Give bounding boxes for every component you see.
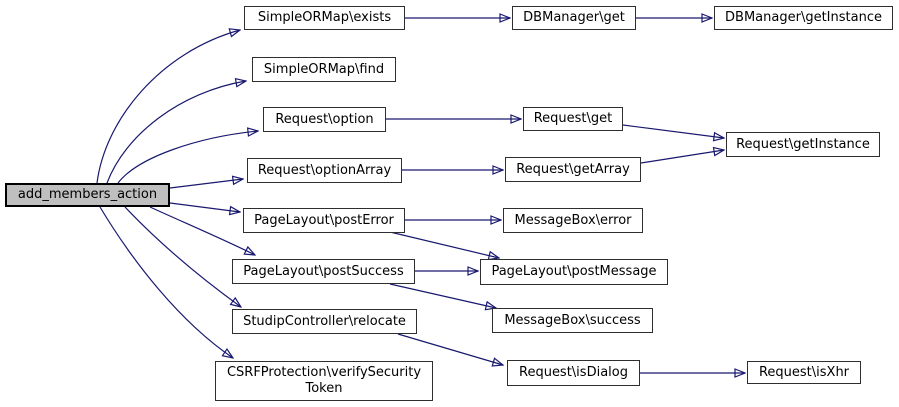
node-pagelayout-postmessage[interactable]: PageLayout\postMessage: [480, 259, 668, 285]
edge-add_members_action-to-studipcontroller-relocate: [124, 206, 241, 307]
node-pagelayout-postsuccess[interactable]: PageLayout\postSuccess: [232, 259, 415, 284]
node-request-isdialog[interactable]: Request\isDialog: [507, 360, 640, 386]
node-csrfprotection-verifysecuritytoken[interactable]: CSRFProtection\verifySecurity Token: [215, 361, 433, 401]
node-messagebox-success[interactable]: MessageBox\success: [492, 308, 653, 333]
node-simpleormap-find[interactable]: SimpleORMap\find: [252, 57, 396, 82]
node-request-optionarray[interactable]: Request\optionArray: [247, 158, 402, 183]
node-request-isxhr[interactable]: Request\isXhr: [747, 361, 861, 384]
edge-add_members_action-to-request-optionarray: [169, 179, 243, 189]
node-request-getinstance[interactable]: Request\getInstance: [726, 132, 880, 157]
node-request-option[interactable]: Request\option: [263, 107, 386, 132]
node-messagebox-error[interactable]: MessageBox\error: [503, 208, 643, 233]
edge-pagelayout-posterror-to-pagelayout-postmessage: [389, 231, 499, 258]
node-add_members_action: add_members_action: [5, 183, 170, 207]
edge-add_members_action-to-simpleormap-find: [106, 81, 246, 184]
node-studipcontroller-relocate[interactable]: StudipController\relocate: [232, 309, 417, 334]
edge-request-get-to-request-getinstance: [622, 124, 724, 138]
edge-add_members_action-to-simpleormap-exists: [96, 30, 240, 184]
node-pagelayout-posterror[interactable]: PageLayout\postError: [243, 208, 405, 233]
node-request-get[interactable]: Request\get: [523, 107, 623, 131]
edge-add_members_action-to-pagelayout-postsuccess: [149, 206, 255, 255]
edge-add_members_action-to-csrfprotection-verifysecuritytoken: [99, 206, 233, 358]
edge-pagelayout-postsuccess-to-messagebox-success: [389, 283, 496, 308]
node-request-getarray[interactable]: Request\getArray: [505, 157, 641, 182]
edge-request-getarray-to-request-getinstance: [640, 150, 724, 164]
node-simpleormap-exists[interactable]: SimpleORMap\exists: [244, 6, 405, 30]
node-dbmanager-get[interactable]: DBManager\get: [512, 6, 636, 30]
node-dbmanager-getinstance[interactable]: DBManager\getInstance: [714, 6, 893, 30]
edge-add_members_action-to-pagelayout-posterror: [169, 202, 240, 212]
edge-add_members_action-to-request-option: [117, 131, 258, 184]
